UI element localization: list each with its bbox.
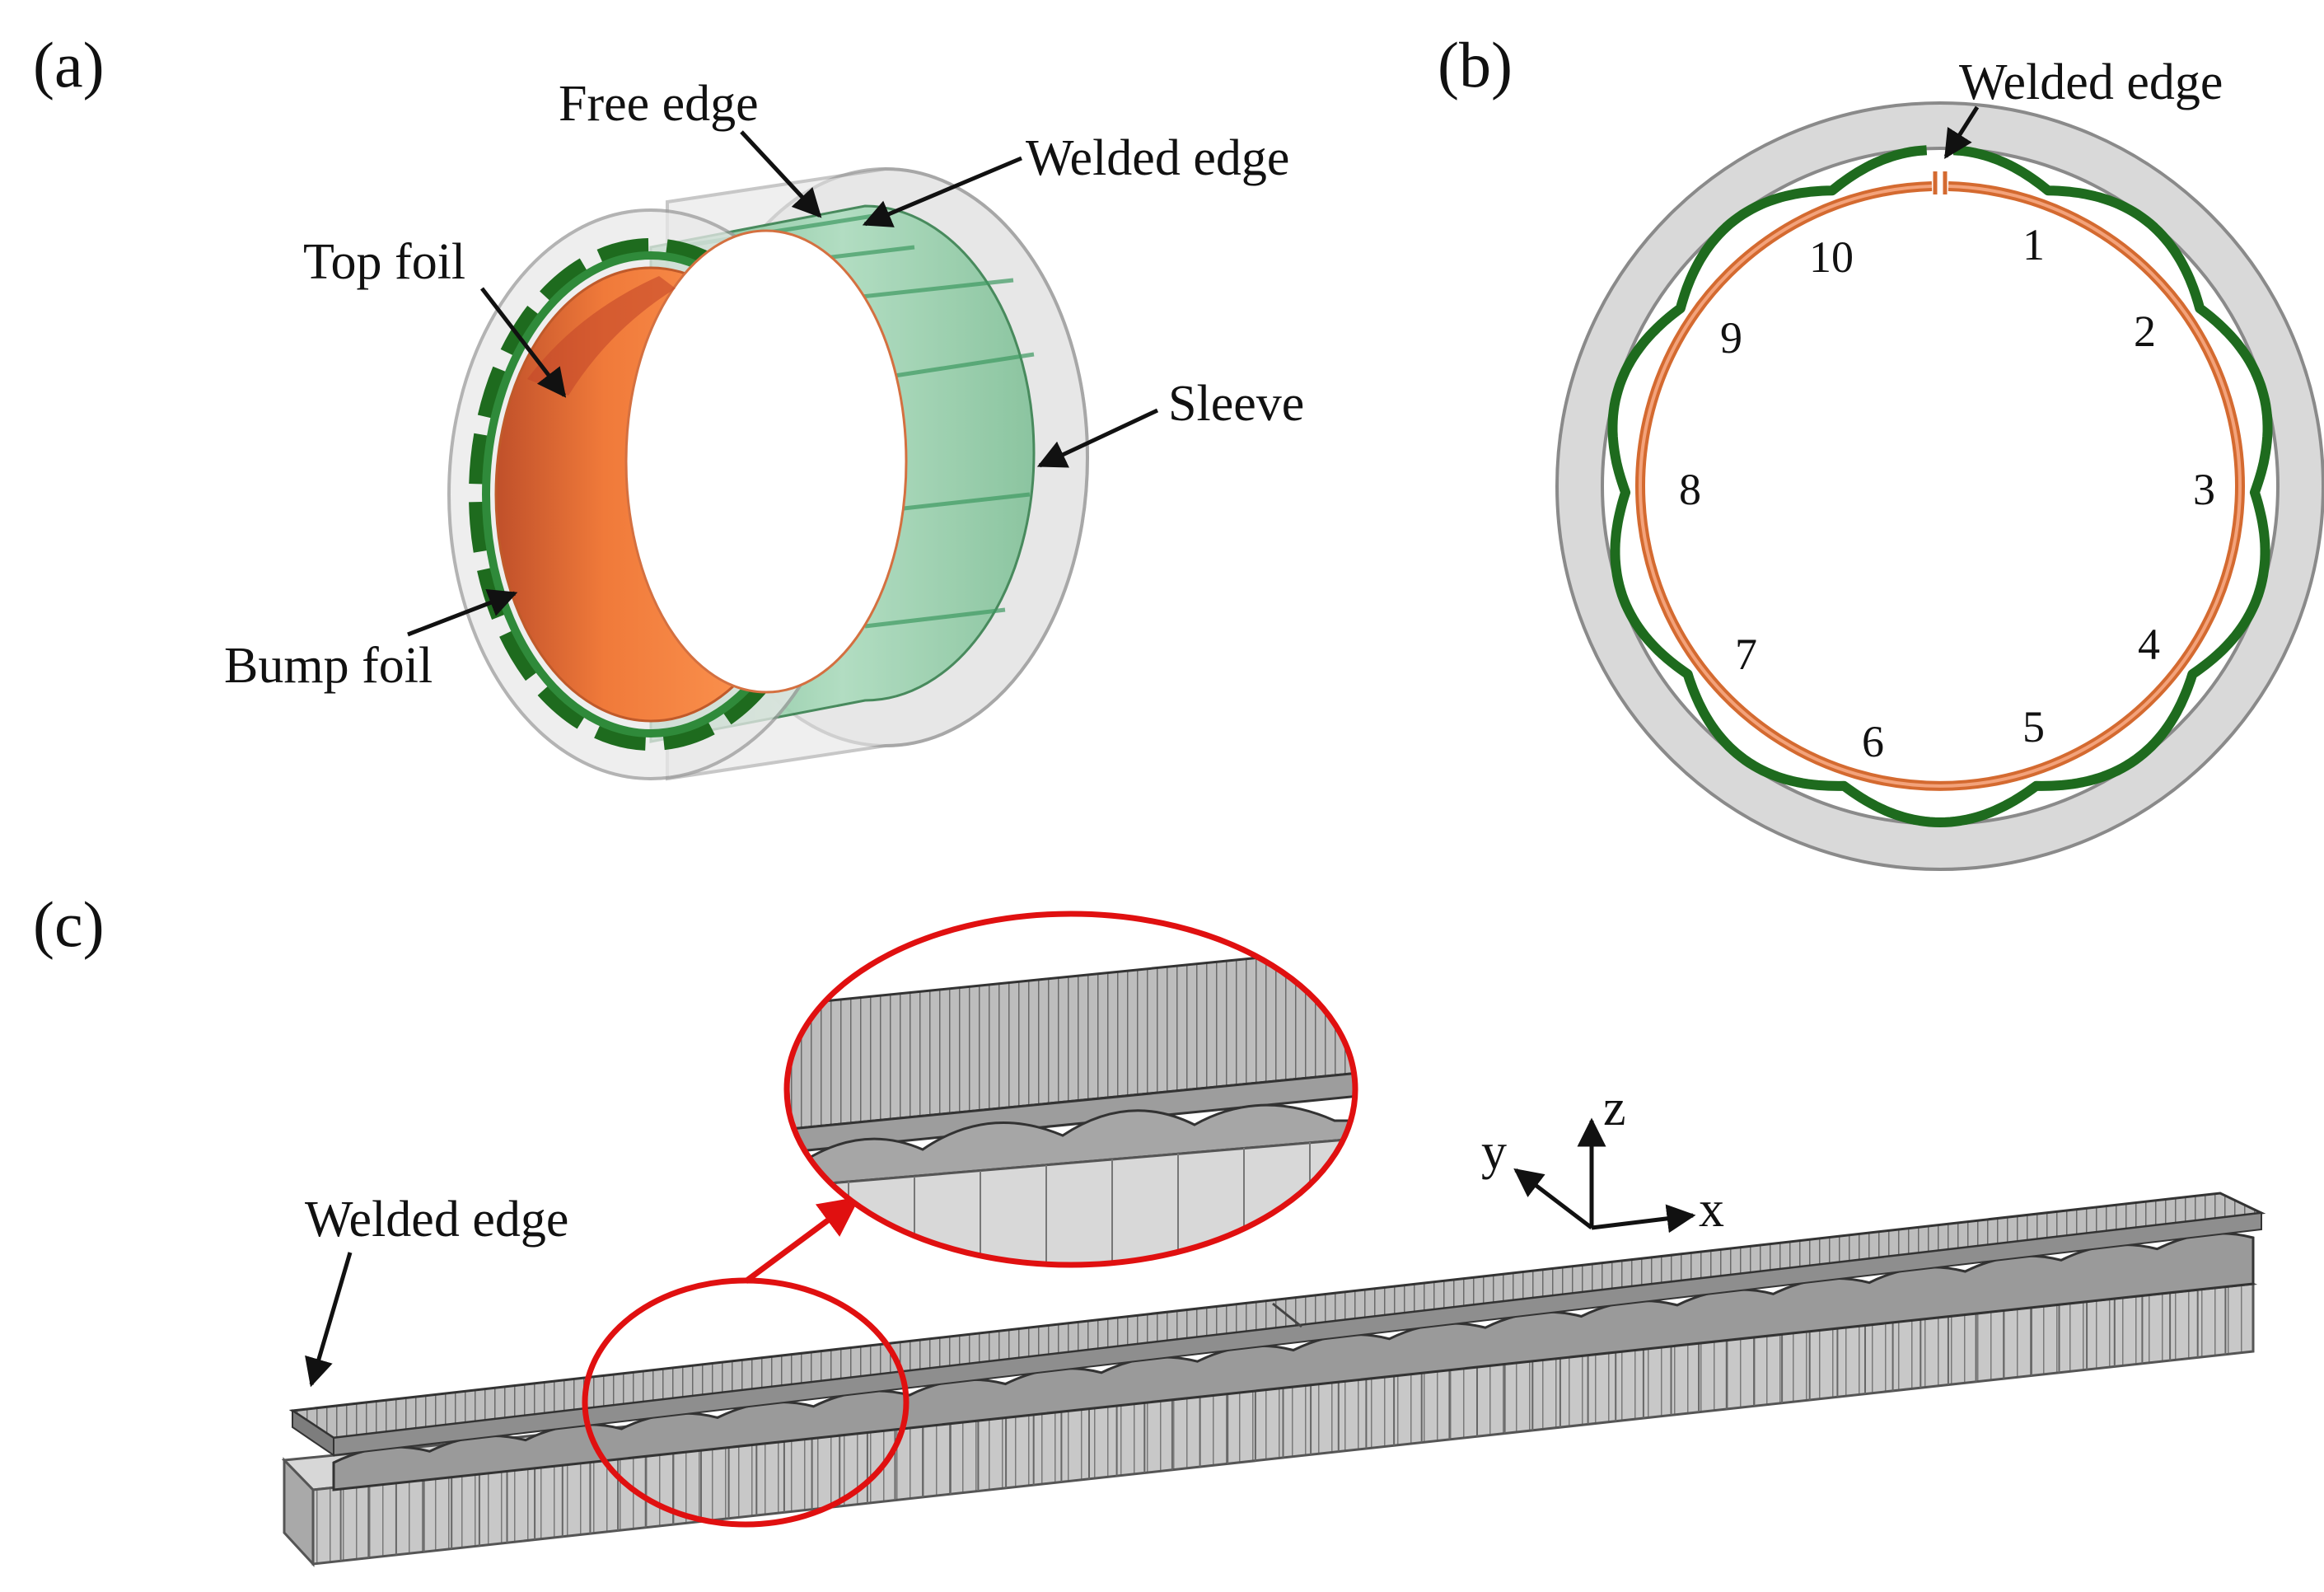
bearing-cross-section (1555, 101, 2324, 871)
panel-b: (b) 1 2 3 4 5 6 7 8 9 10 Welded edge (1438, 29, 2324, 871)
bump-number-5: 5 (2022, 702, 2045, 752)
callout-welded-edge-b: Welded edge (1943, 54, 2223, 159)
bump-number-2: 2 (2134, 307, 2156, 356)
axis-triad: z x y (1481, 1080, 1724, 1238)
bump-number-1: 1 (2022, 220, 2045, 269)
callout-free-edge: Free edge (559, 76, 822, 218)
callout-welded-edge: Welded edge (862, 130, 1289, 227)
callout-welded-edge-c: Welded edge (305, 1192, 568, 1388)
svg-text:Free edge: Free edge (559, 76, 759, 132)
bump-number-8: 8 (1679, 465, 1701, 514)
svg-text:Sleeve: Sleeve (1168, 376, 1304, 432)
fe-mesh-model (281, 1192, 2266, 1567)
panel-a: (a) (33, 29, 1304, 781)
svg-text:Welded edge: Welded edge (305, 1192, 568, 1248)
bump-number-9: 9 (1720, 313, 1742, 363)
bump-number-7: 7 (1735, 630, 1757, 679)
axis-label-z: z (1603, 1080, 1626, 1136)
bearing-3d-illustration (447, 166, 1089, 781)
panel-c-label: (c) (33, 888, 105, 960)
svg-text:Bump foil: Bump foil (224, 638, 433, 694)
svg-text:Top foil: Top foil (303, 234, 465, 290)
panel-c: (c) (33, 888, 2266, 1567)
bump-number-6: 6 (1862, 717, 1884, 766)
callout-top-foil: Top foil (303, 234, 567, 398)
bump-numbers: 1 2 3 4 5 6 7 8 9 10 (1679, 220, 2215, 766)
panel-b-label: (b) (1438, 29, 1513, 101)
bump-number-4: 4 (2138, 620, 2160, 669)
axis-label-x: x (1699, 1182, 1724, 1238)
svg-text:Welded edge: Welded edge (1026, 130, 1289, 186)
sleeve-element-lines (339, 1286, 2227, 1562)
bump-number-10: 10 (1809, 232, 1854, 282)
zoom-inset (783, 911, 1358, 1268)
callout-sleeve: Sleeve (1036, 376, 1304, 468)
callout-bump-foil: Bump foil (224, 588, 518, 694)
axis-label-y: y (1481, 1124, 1507, 1180)
zoom-arrow (743, 1196, 860, 1284)
panel-a-label: (a) (33, 29, 105, 101)
bump-number-3: 3 (2193, 465, 2215, 514)
svg-text:Welded edge: Welded edge (1959, 54, 2223, 110)
bump-foil-profile (1607, 145, 2273, 827)
